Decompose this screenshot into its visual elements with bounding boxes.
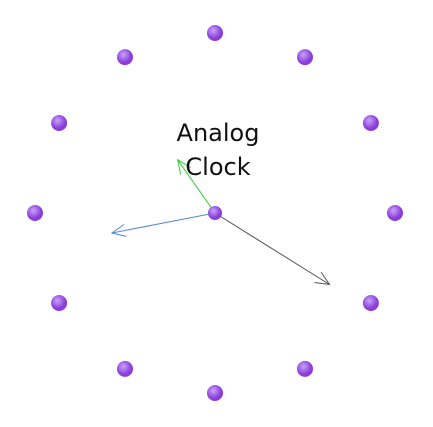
hour-marker-2 <box>362 115 379 131</box>
hour-marker-5 <box>297 360 313 377</box>
hour-marker-9 <box>27 205 43 221</box>
second-hand-arrowhead <box>110 223 127 237</box>
center-pin <box>208 206 222 220</box>
hour-hand-shaft <box>177 159 216 214</box>
second-hand-shaft <box>111 212 216 234</box>
hour-markers <box>27 25 403 401</box>
hour-hand-arrowhead <box>176 158 191 175</box>
hour-marker-4 <box>362 295 379 311</box>
minute-hand-shaft <box>214 212 330 285</box>
clock-hands <box>110 158 331 286</box>
hour-marker-3 <box>387 205 403 221</box>
hour-marker-1 <box>297 49 313 66</box>
hour-marker-10 <box>51 115 68 131</box>
hour-marker-12 <box>207 25 223 41</box>
second-hand <box>110 212 216 237</box>
minute-hand-arrowhead <box>314 271 331 286</box>
clock-title: Analog Clock <box>176 119 260 181</box>
minute-hand <box>214 212 331 286</box>
hour-marker-11 <box>117 49 133 66</box>
hour-marker-6 <box>207 385 223 401</box>
hour-marker-8 <box>51 295 68 311</box>
hour-hand <box>176 158 216 214</box>
hour-marker-7 <box>117 360 133 377</box>
